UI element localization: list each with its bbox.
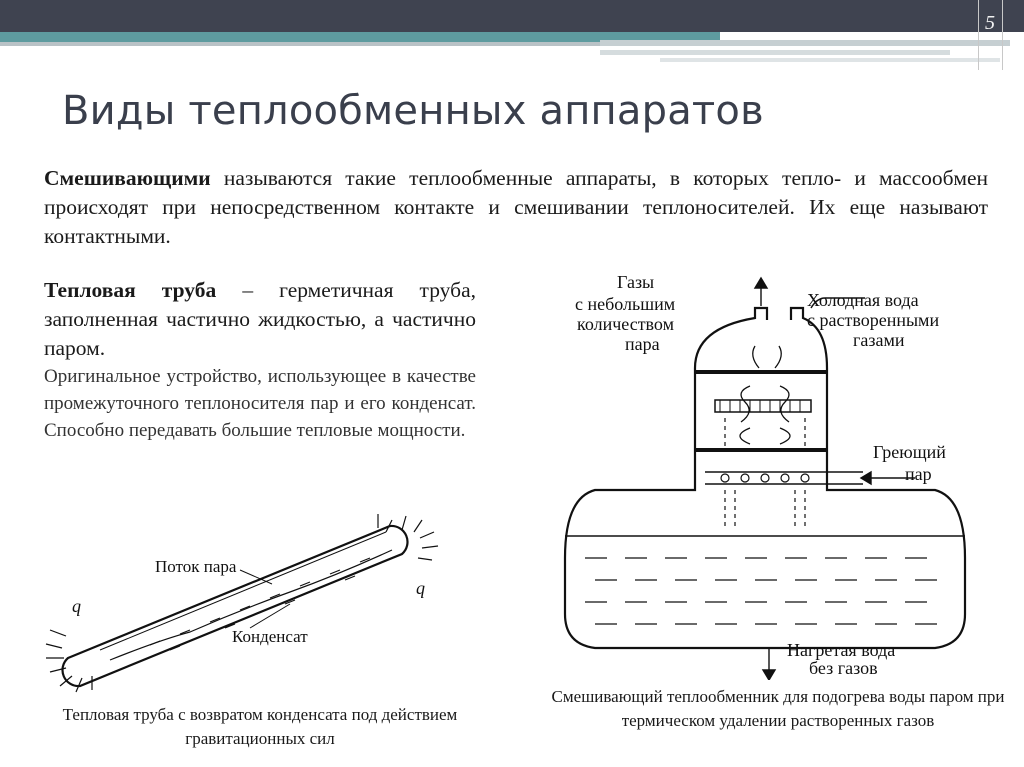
heat-pipe-diagram: Поток пара Конденсат q q: [45, 514, 439, 693]
label-gases-3: количеством: [577, 314, 674, 334]
label-steam-flow: Поток пара: [155, 557, 237, 576]
definition-heat-pipe: Тепловая труба – герметичная труба, запо…: [44, 276, 476, 444]
top-bar: [0, 0, 1024, 32]
label-gases-1: Газы: [617, 272, 654, 292]
label-cold-water-1: Холодная вода: [807, 290, 919, 310]
label-heating-steam-2: пар: [905, 464, 932, 484]
exchanger-caption: Смешивающий теплообменник для подогрева …: [551, 687, 1005, 730]
definition-mixing: Смешивающими называются такие теплообмен…: [44, 164, 988, 251]
accent-stripe-thin: [0, 42, 600, 46]
label-q-right: q: [416, 578, 425, 598]
slide-number: 5: [985, 12, 995, 34]
accent-stripe: [0, 32, 720, 42]
label-cold-water-3: газами: [853, 330, 905, 350]
frame-line: [1002, 0, 1003, 70]
label-hot-water-2: без газов: [809, 658, 878, 678]
label-cold-water-2: с растворенными: [807, 310, 939, 330]
label-hot-water-1: Нагретая вода: [787, 640, 895, 660]
term-heat-pipe: Тепловая труба: [44, 278, 217, 302]
definition-heat-pipe-text: – герметичная труба, заполненная частичн…: [44, 278, 476, 360]
label-gases-4: пара: [625, 334, 660, 354]
label-q-left: q: [72, 596, 81, 616]
mixing-exchanger-diagram: Газы с небольшим количеством пара Холодн…: [563, 272, 967, 680]
accent-stripe-right: [600, 40, 1010, 46]
label-heating-steam-1: Греющий: [873, 442, 946, 462]
accent-stripe-right: [600, 50, 950, 55]
heat-pipe-caption: Тепловая труба с возвратом конденсата по…: [62, 705, 458, 748]
slide-title: Виды теплообменных аппаратов: [62, 88, 764, 134]
accent-stripe-right: [660, 58, 1000, 62]
frame-line: [978, 0, 979, 70]
term-mixing: Смешивающими: [44, 166, 211, 190]
label-condensate: Конденсат: [232, 627, 308, 646]
heat-pipe-description: Оригинальное устройство, использующее в …: [44, 366, 476, 441]
definition-mixing-text: называются такие теплообменные аппараты,…: [44, 166, 988, 248]
label-gases-2: с небольшим: [575, 294, 675, 314]
